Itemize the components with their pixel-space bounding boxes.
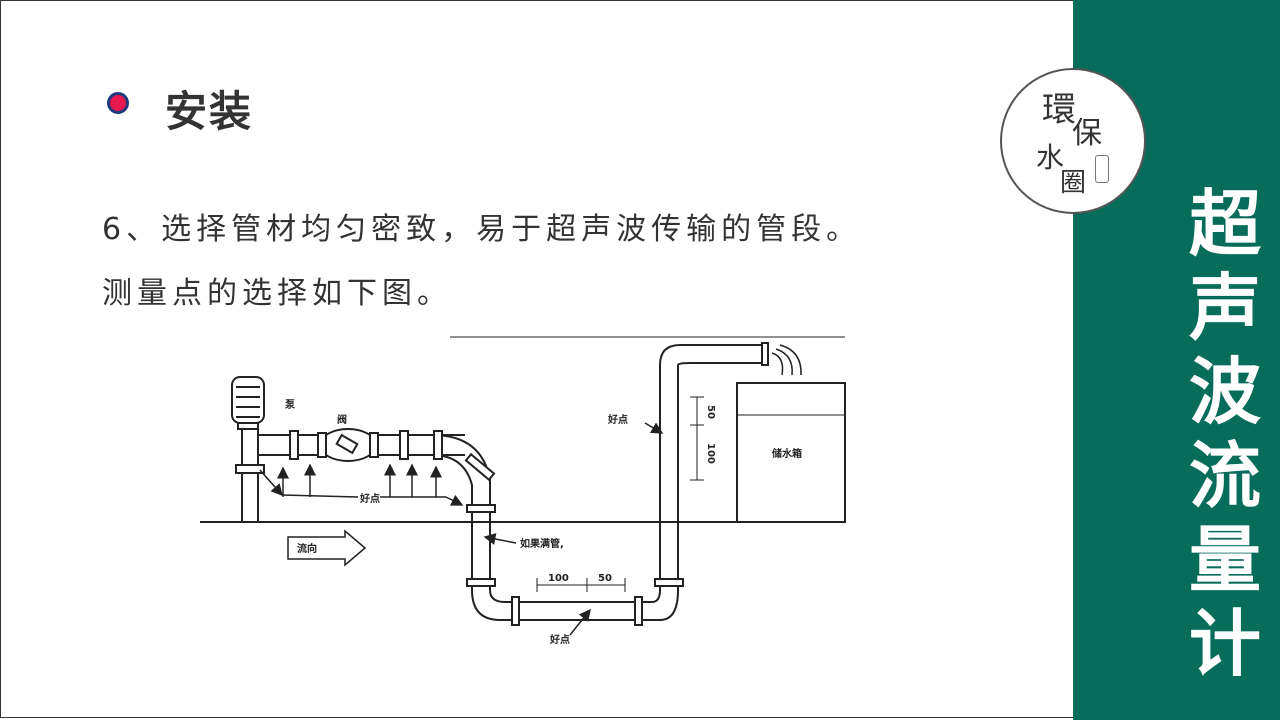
valve-label: 阀 [337,413,347,426]
good-point-label-riser: 好点 [607,413,628,426]
section-heading: 安装 [165,87,254,136]
side-title: 超 声 波 流 量 计 [1180,182,1270,686]
logo-char-3: 水 [1036,141,1065,174]
dim-50-vertical: 50 [705,405,716,419]
logo-char-1: 環 [1042,90,1076,130]
flow-arrow-icon [287,529,367,567]
side-title-char-4: 流 [1188,434,1261,518]
good-point-label-bottom: 好点 [549,633,570,646]
body-text: 6、选择管材均匀密致，易于超声波传输的管段。 测量点的选择如下图。 [102,198,1002,326]
side-title-char-1: 超 [1188,182,1261,266]
logo-stamp [1095,155,1109,183]
body-line-1: 6、选择管材均匀密致，易于超声波传输的管段。 [102,212,862,247]
dim-100-vertical: 100 [705,443,716,464]
installation-diagram: 泵 阀 好点 好点 如果满管, 流向 储水箱 好点 100 50 50 100 [200,335,850,665]
dim-50-horizontal: 50 [598,573,612,584]
logo-seal-icon: 環 保 水 圈 [1000,68,1146,214]
bullet-icon [107,92,129,114]
pump-label: 泵 [285,399,296,411]
tank-label: 储水箱 [771,447,802,460]
pump-icon [231,376,265,522]
side-title-char-2: 声 [1188,266,1261,350]
side-title-char-6: 计 [1188,602,1261,686]
logo-char-2: 保 [1072,116,1102,151]
dim-100-horizontal: 100 [548,573,569,584]
water-tank [736,382,846,523]
body-line-2: 测量点的选择如下图。 [102,276,452,311]
logo-char-4: 圈 [1060,168,1087,198]
downward-pipe-label: 如果满管, [520,537,564,550]
flow-label: 流向 [297,542,317,555]
good-point-label: 好点 [359,492,380,505]
side-title-char-3: 波 [1188,350,1261,434]
side-title-char-5: 量 [1188,518,1261,602]
pipe-diagram-svg: 泵 阀 好点 好点 如果满管, 流向 储水箱 好点 100 50 50 100 [200,336,846,646]
valve-icon [317,428,379,462]
